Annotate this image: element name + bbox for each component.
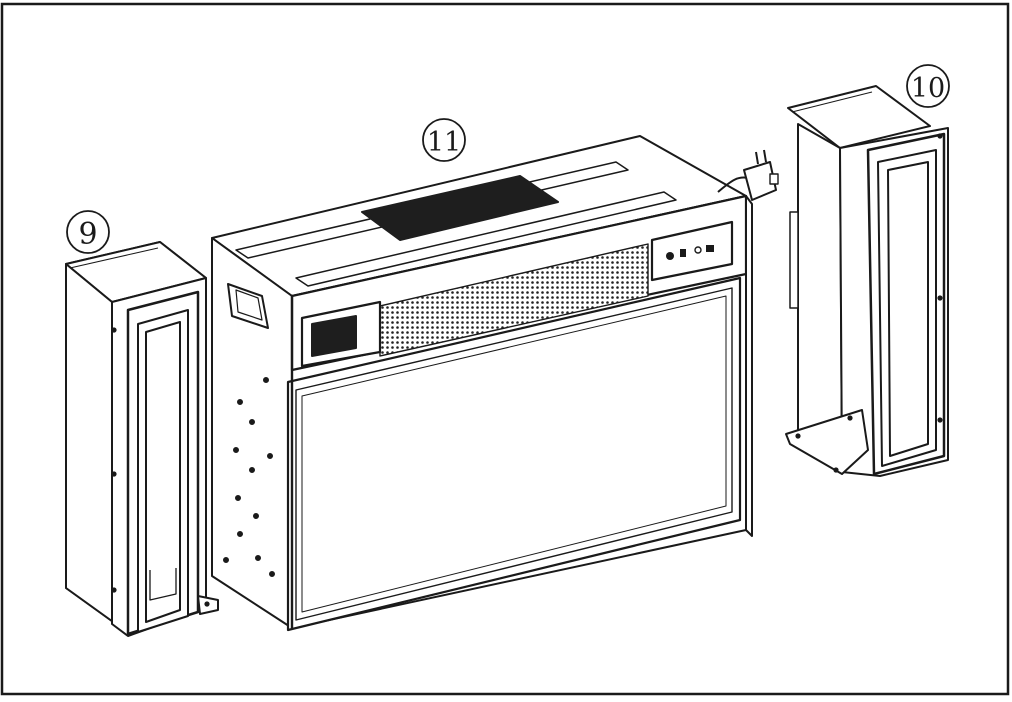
right-side-panel — [785, 85, 949, 477]
power-plug — [743, 161, 777, 201]
callout-11: 11 — [422, 118, 466, 162]
callout-9-label: 9 — [78, 217, 97, 252]
left-side-panel — [65, 241, 219, 637]
top-vent — [361, 175, 559, 241]
main-fireplace-unit — [211, 135, 779, 632]
control-panel — [650, 220, 734, 282]
callout-10-label: 10 — [911, 73, 945, 104]
heat-icon — [694, 246, 702, 254]
callout-11-label: 11 — [427, 127, 461, 158]
glass-window — [301, 295, 727, 613]
display-badge — [311, 315, 357, 357]
callout-10: 10 — [906, 64, 950, 108]
callout-9: 9 — [66, 210, 110, 254]
flame-icon — [680, 249, 686, 257]
power-icon — [666, 252, 674, 260]
